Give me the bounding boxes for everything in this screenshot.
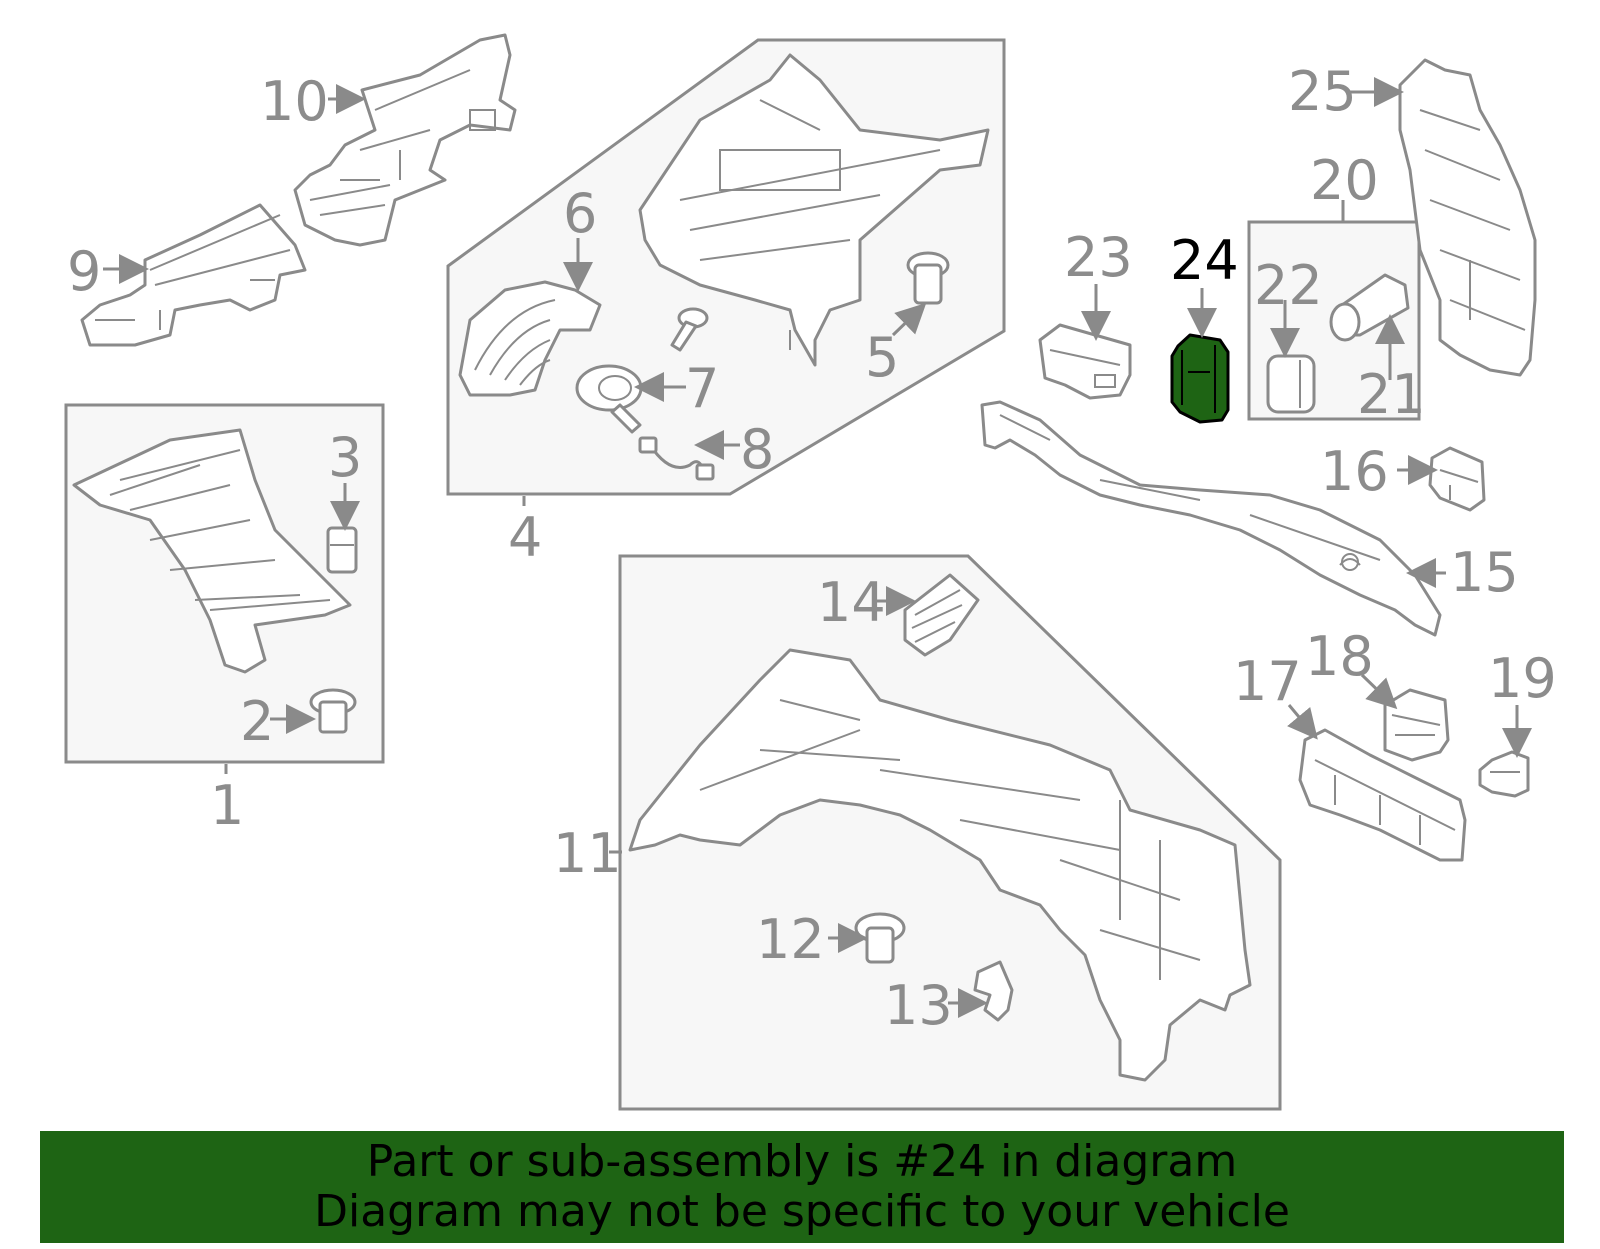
- callout-21: 21: [1357, 363, 1426, 426]
- part-15[interactable]: [980, 400, 1442, 637]
- banner-line-part: Part or sub-assembly is #24 in diagram: [366, 1136, 1238, 1187]
- part-16[interactable]: [1428, 446, 1486, 512]
- screw[interactable]: [670, 307, 709, 352]
- part-9[interactable]: [80, 203, 307, 347]
- part-10[interactable]: [293, 33, 517, 247]
- part-2[interactable]: [309, 688, 357, 734]
- part-14[interactable]: [903, 573, 980, 657]
- part-7[interactable]: [575, 364, 643, 434]
- part-23[interactable]: [1038, 323, 1132, 400]
- callout-20: 20: [1310, 149, 1379, 212]
- part-19[interactable]: [1478, 750, 1530, 798]
- callout-3: 3: [328, 426, 362, 489]
- part-5[interactable]: [906, 251, 950, 305]
- part-18[interactable]: [1383, 688, 1450, 762]
- callout-1: 1: [210, 774, 244, 837]
- callout-25: 25: [1288, 60, 1357, 123]
- callout-5: 5: [865, 326, 899, 389]
- callout-24: 24: [1170, 229, 1239, 292]
- callout-15: 15: [1450, 541, 1519, 604]
- part-6[interactable]: [458, 280, 602, 397]
- callout-11: 11: [553, 822, 622, 885]
- callout-4: 4: [508, 506, 542, 569]
- part-8[interactable]: [638, 436, 715, 481]
- callout-7: 7: [685, 357, 719, 420]
- leader-lines: [103, 77, 1532, 1018]
- callout-8: 8: [740, 418, 774, 481]
- callout-19: 19: [1488, 647, 1557, 710]
- info-banner: Part or sub-assembly is #24 in diagram D…: [40, 1131, 1564, 1243]
- part-3[interactable]: [326, 526, 358, 574]
- callout-18: 18: [1305, 625, 1374, 688]
- part-17[interactable]: [1298, 728, 1467, 862]
- callout-17: 17: [1233, 650, 1302, 713]
- part-25[interactable]: [1398, 58, 1537, 377]
- part-24[interactable]: [1170, 333, 1230, 424]
- callout-labels: 10 9 3 2 1 6 5 7 8 4 14 11 12 13 23 24 2…: [67, 60, 1557, 1037]
- callout-14: 14: [817, 571, 886, 634]
- part-21[interactable]: [1329, 273, 1410, 342]
- part-11[interactable]: [628, 648, 1252, 1082]
- part-22[interactable]: [1266, 354, 1316, 414]
- part-4[interactable]: [638, 53, 990, 367]
- banner-line-disclaimer: Diagram may not be specific to your vehi…: [314, 1186, 1290, 1237]
- part-1[interactable]: [72, 428, 352, 674]
- callout-13: 13: [884, 974, 953, 1037]
- callout-23: 23: [1064, 226, 1133, 289]
- callout-22: 22: [1254, 254, 1323, 317]
- callout-12: 12: [756, 908, 825, 971]
- callout-16: 16: [1320, 440, 1389, 503]
- callout-2: 2: [240, 690, 274, 753]
- callout-10: 10: [260, 70, 329, 133]
- callout-6: 6: [563, 182, 597, 245]
- callout-9: 9: [67, 240, 101, 303]
